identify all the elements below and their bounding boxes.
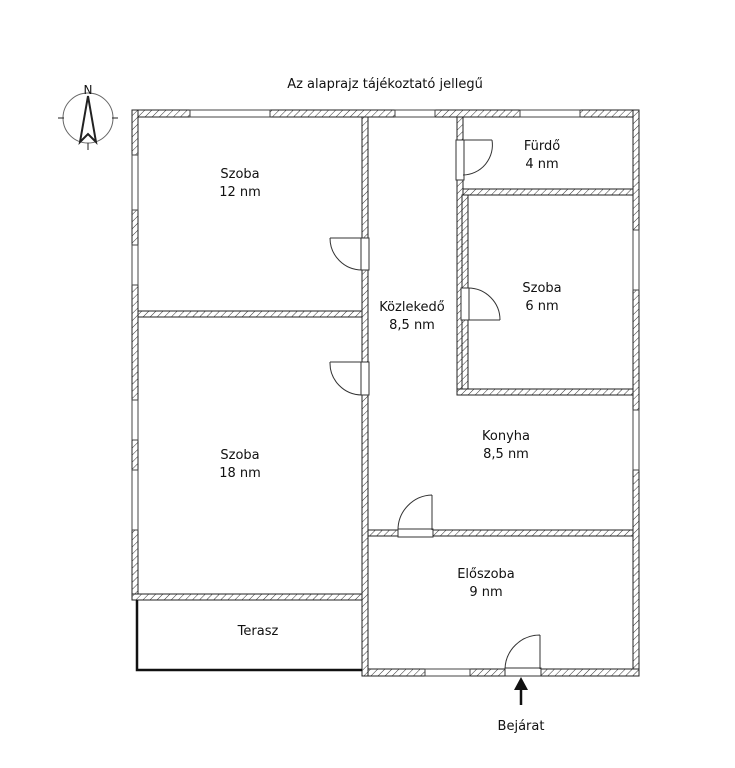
terrace-outline — [135, 600, 362, 672]
room-terasz: Terasz — [237, 624, 279, 639]
north-compass-icon: N — [58, 83, 118, 150]
svg-text:N: N — [84, 83, 93, 97]
windows — [131, 109, 640, 677]
walls — [131, 109, 640, 677]
entrance-label: Bejárat — [497, 719, 545, 734]
entrance-arrow-icon — [514, 677, 528, 705]
plan-disclaimer: Az alaprajz tájékoztató jellegű — [287, 77, 483, 92]
doors — [329, 139, 542, 677]
